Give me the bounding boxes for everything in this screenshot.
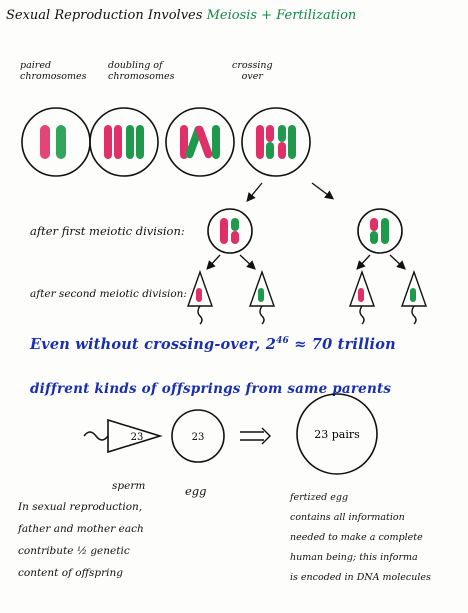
highlight-line-1: Even without crossing-over, 246 ≈ 70 tri…: [30, 336, 396, 353]
left-note: In sexual reproduction, father and mothe…: [18, 496, 144, 584]
first-division-label: after first meiotic division:: [30, 224, 185, 238]
arrow-icon: [356, 254, 371, 270]
sperm-count: 23: [131, 432, 144, 443]
zygote-count: 23 pairs: [314, 428, 360, 441]
cell-crossing: [165, 107, 235, 177]
sperm-label: sperm: [112, 480, 146, 492]
arrow-icon: [239, 254, 256, 270]
chromosomes-crossing: [180, 125, 220, 159]
cell-recombined: [241, 107, 311, 177]
arrow-icon: [206, 254, 221, 270]
egg-cell: [171, 409, 225, 463]
meiosis-stage-row: [21, 107, 311, 177]
right-note-line: fertized egg: [290, 492, 349, 503]
highlight-line1-suffix: ≈ 70 trillion: [294, 336, 396, 353]
title-prefix: Sexual Reproduction Involves: [6, 8, 203, 23]
arrow-icon: [246, 182, 263, 203]
stage-label-paired: paired chromosomes: [20, 60, 87, 82]
stage-label-line2: chromosomes: [20, 71, 87, 82]
right-note-line: contains all information: [290, 512, 405, 523]
chromosomes-doubled: [104, 125, 144, 159]
highlight-line1-prefix: Even without crossing-over, 2: [30, 336, 277, 353]
right-note: fertized egg contains all information ne…: [290, 488, 431, 588]
egg-label: egg: [185, 484, 207, 498]
first-division-cells: [207, 208, 403, 254]
left-note-line: contribute ½ genetic: [18, 545, 130, 557]
right-note-line: needed to make a complete: [290, 532, 423, 543]
left-note-line: In sexual reproduction,: [18, 501, 143, 513]
stage-label-line2: over: [241, 71, 263, 82]
sperm-head: [107, 418, 163, 454]
stage-label-line1: doubling of: [108, 60, 163, 71]
left-note-line: content of offspring: [18, 567, 123, 579]
stage-label-line1: crossing: [232, 60, 273, 71]
highlight-exponent: 46: [276, 336, 289, 347]
right-note-line: is encoded in DNA molecules: [290, 572, 431, 583]
right-note-line: human being; this informa: [290, 552, 418, 563]
arrow-icon: [389, 254, 406, 270]
sperm-tail: [83, 431, 109, 441]
highlight-line-2: diffrent kinds of offsprings from same p…: [30, 381, 392, 397]
stage-label-crossing: crossing over: [232, 60, 273, 82]
chromosomes-recombined: [256, 125, 296, 159]
second-division-label: after second meiotic division:: [30, 288, 187, 300]
gametes: [187, 269, 427, 325]
left-note-line: father and mother each: [18, 523, 144, 535]
egg-count: 23: [192, 432, 205, 443]
arrow-icon: [311, 182, 335, 200]
stage-label-line2: chromosomes: [108, 71, 175, 82]
stage-label-doubling: doubling of chromosomes: [108, 60, 175, 82]
cell-doubled: [89, 107, 159, 177]
implies-arrow-icon: [240, 427, 271, 445]
page-title: Sexual Reproduction Involves Meiosis + F…: [6, 8, 356, 23]
chromosomes-paired: [40, 125, 66, 159]
zygote-cell: [296, 393, 378, 475]
title-highlight: Meiosis + Fertilization: [206, 8, 357, 23]
stage-label-line1: paired: [20, 60, 52, 71]
